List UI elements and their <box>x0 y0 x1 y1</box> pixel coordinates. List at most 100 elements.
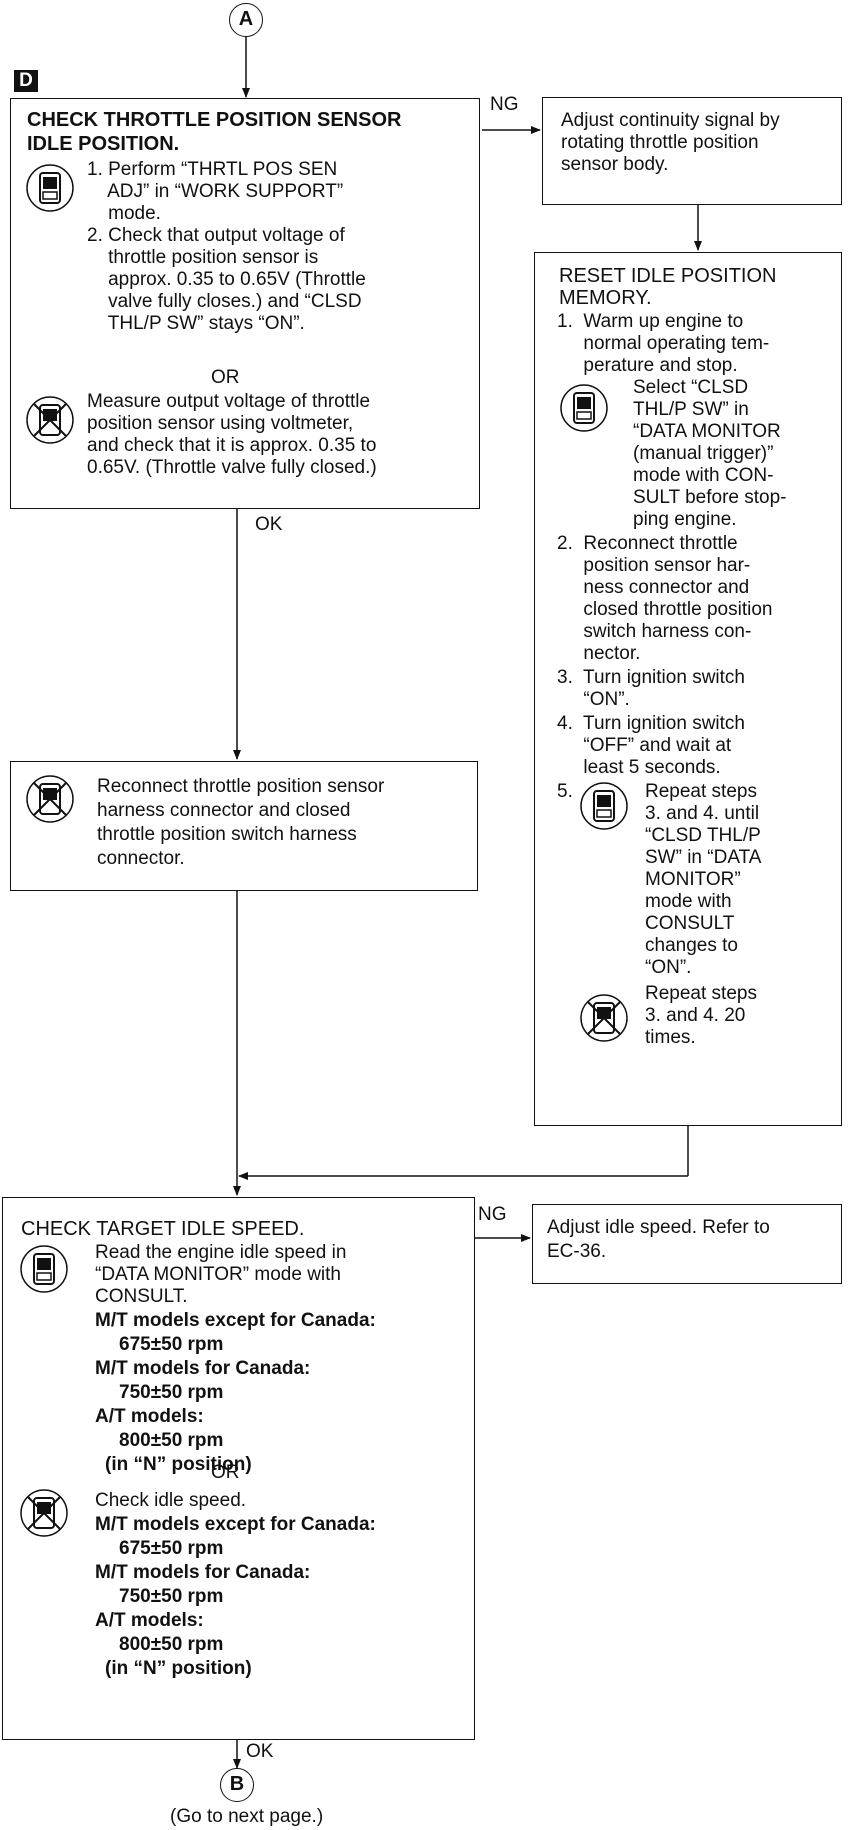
reset-step5-consult: SW” in “DATA <box>645 847 762 868</box>
idle-spec-line: 800±50 rpm <box>119 1430 224 1451</box>
check-tps-consult-line: throttle position sensor is <box>87 247 319 268</box>
or-separator: OR <box>211 1462 240 1483</box>
reset-step1-line: perature and stop. <box>557 355 738 376</box>
adjust-continuity-line: Adjust continuity signal by <box>561 110 780 131</box>
consult-icon <box>26 164 74 212</box>
connector-a: A <box>229 3 263 37</box>
reset-step2-line: closed throttle position <box>557 599 773 620</box>
idle-spec-line-manual: A/T models: <box>95 1610 204 1631</box>
check-tps-manual-line: 0.65V. (Throttle valve fully closed.) <box>87 457 377 478</box>
ng-label-1: NG <box>490 94 519 115</box>
reset-step5-consult: MONITOR” <box>645 869 741 890</box>
reset-step5-consult: “ON”. <box>645 957 692 978</box>
next-page-note: (Go to next page.) <box>170 1806 324 1827</box>
reset-step5-manual: Repeat steps <box>645 983 757 1004</box>
or-separator: OR <box>211 367 240 388</box>
reset-step5-num: 5. <box>557 781 573 802</box>
reset-step5-manual: times. <box>645 1027 696 1048</box>
no-consult-icon <box>580 994 628 1042</box>
check-tps-manual-line: Measure output voltage of throttle <box>87 391 371 412</box>
consult-icon <box>20 1245 68 1293</box>
reset-idle-box: RESET IDLE POSITION MEMORY. 1. Warm up e… <box>534 252 842 1126</box>
reconnect-box: Reconnect throttle position sensor harne… <box>10 761 478 891</box>
reset-title: MEMORY. <box>559 287 652 309</box>
reconnect-line: throttle position switch harness <box>97 824 357 845</box>
no-consult-icon <box>26 396 74 444</box>
check-tps-consult-line: 1. Perform “THRTL POS SEN <box>87 159 338 180</box>
reset-step5-consult: Repeat steps <box>645 781 757 802</box>
reset-step3-line: “ON”. <box>557 689 630 710</box>
check-tps-consult-line: 2. Check that output voltage of <box>87 225 345 246</box>
reset-step5-consult: 3. and 4. until <box>645 803 760 824</box>
reset-step1-consult: Select “CLSD <box>633 377 749 398</box>
reset-step1-consult: mode with CON- <box>633 465 774 486</box>
idle-spec-line-manual: M/T models for Canada: <box>95 1562 311 1583</box>
idle-spec-line-manual: 675±50 rpm <box>119 1538 224 1559</box>
reset-step3-line: 3. Turn ignition switch <box>557 667 745 688</box>
section-tag: D <box>14 70 38 92</box>
idle-spec-line: (in “N” position) <box>105 1454 252 1475</box>
idle-spec-line-manual: 750±50 rpm <box>119 1586 224 1607</box>
check-tps-consult-line: valve fully closes.) and “CLSD <box>87 291 362 312</box>
check-tps-consult-line: ADJ” in “WORK SUPPORT” <box>87 181 344 202</box>
adjust-continuity-line: rotating throttle position <box>561 132 759 153</box>
reset-step5-consult: “CLSD THL/P <box>645 825 761 846</box>
check-idle-consult-line: Read the engine idle speed in <box>95 1242 347 1263</box>
consult-icon <box>580 782 628 830</box>
reset-step2-line: switch harness con- <box>557 621 752 642</box>
reset-step2-line: position sensor har- <box>557 555 751 576</box>
reset-step1-consult: ping engine. <box>633 509 737 530</box>
reset-title: RESET IDLE POSITION <box>559 265 777 287</box>
reconnect-line: harness connector and closed <box>97 800 351 821</box>
idle-spec-line: 675±50 rpm <box>119 1334 224 1355</box>
reset-step2-line: ness connector and <box>557 577 750 598</box>
reset-step2-line: nector. <box>557 643 641 664</box>
check-tps-manual-line: and check that it is approx. 0.35 to <box>87 435 377 456</box>
idle-spec-line-manual: 800±50 rpm <box>119 1634 224 1655</box>
reconnect-line: connector. <box>97 848 185 869</box>
reset-step5-manual: 3. and 4. 20 <box>645 1005 746 1026</box>
check-tps-title-1: CHECK THROTTLE POSITION SENSOR <box>27 109 402 131</box>
idle-spec-line: A/T models: <box>95 1406 204 1427</box>
ng-label-2: NG <box>478 1204 507 1225</box>
idle-spec-line: 750±50 rpm <box>119 1382 224 1403</box>
check-idle-box: CHECK TARGET IDLE SPEED. Read the engine… <box>2 1197 475 1740</box>
check-tps-title-2: IDLE POSITION. <box>27 133 180 155</box>
check-idle-consult-line: “DATA MONITOR” mode with <box>95 1264 341 1285</box>
reset-step1-line: normal operating tem- <box>557 333 770 354</box>
check-idle-title: CHECK TARGET IDLE SPEED. <box>21 1218 305 1240</box>
no-consult-icon <box>26 775 74 823</box>
reset-step2-line: 2. Reconnect throttle <box>557 533 738 554</box>
connector-b: B <box>220 1768 254 1802</box>
reset-step5-consult: CONSULT <box>645 913 735 934</box>
check-tps-box: CHECK THROTTLE POSITION SENSOR IDLE POSI… <box>10 98 480 509</box>
reset-step5-consult: mode with <box>645 891 732 912</box>
no-consult-icon <box>20 1489 68 1537</box>
ok-label-1: OK <box>255 514 283 535</box>
reset-step1-consult: SULT before stop- <box>633 487 787 508</box>
reset-step1-consult: THL/P SW” in <box>633 399 749 420</box>
idle-spec-line-manual: M/T models except for Canada: <box>95 1514 376 1535</box>
adjust-idle-line: Adjust idle speed. Refer to <box>547 1217 770 1238</box>
check-tps-consult-line: approx. 0.35 to 0.65V (Throttle <box>87 269 366 290</box>
idle-spec-line: M/T models for Canada: <box>95 1358 311 1379</box>
check-tps-manual-line: position sensor using voltmeter, <box>87 413 354 434</box>
reset-step4-line: least 5 seconds. <box>557 757 721 778</box>
consult-icon <box>560 384 608 432</box>
adjust-continuity-box: Adjust continuity signal by rotating thr… <box>542 97 842 205</box>
idle-spec-line-manual: (in “N” position) <box>105 1658 252 1679</box>
check-tps-consult-line: THL/P SW” stays “ON”. <box>87 313 305 334</box>
reset-step1-consult: “DATA MONITOR <box>633 421 781 442</box>
reset-step5-consult: changes to <box>645 935 738 956</box>
reset-step1-consult: (manual trigger)” <box>633 443 774 464</box>
reset-step4-line: 4. Turn ignition switch <box>557 713 745 734</box>
idle-spec-line: M/T models except for Canada: <box>95 1310 376 1331</box>
adjust-continuity-line: sensor body. <box>561 154 669 175</box>
reconnect-line: Reconnect throttle position sensor <box>97 776 385 797</box>
reset-step4-line: “OFF” and wait at <box>557 735 732 756</box>
check-idle-consult-line: CONSULT. <box>95 1286 188 1307</box>
adjust-idle-line: EC-36. <box>547 1241 607 1262</box>
adjust-idle-box: Adjust idle speed. Refer to EC-36. <box>532 1204 842 1284</box>
reset-step1-line: 1. Warm up engine to <box>557 311 744 332</box>
check-tps-consult-line: mode. <box>87 203 161 224</box>
